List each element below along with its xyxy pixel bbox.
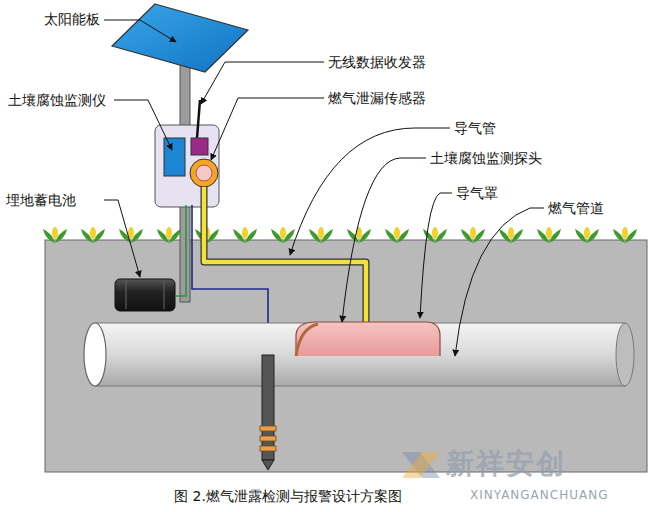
- callout-label: 土壤腐蚀监测仪: [8, 92, 106, 109]
- gas-tube: [204, 187, 366, 325]
- leader-line: [104, 20, 176, 42]
- callout-label: 燃气管道: [548, 200, 604, 217]
- probe-ring: [260, 446, 276, 451]
- callout-label: 土壤腐蚀监测探头: [430, 150, 542, 167]
- gas-pipe: [95, 323, 625, 386]
- bud: [394, 227, 400, 239]
- plant: [119, 227, 143, 243]
- callout-label: 燃气泄漏传感器: [328, 90, 426, 107]
- sensor-core: [196, 165, 212, 181]
- leader-line: [342, 158, 426, 322]
- battery-wire: [176, 205, 186, 296]
- leader-line: [420, 193, 452, 318]
- caption: 图 2.燃气泄露检测与报警设计方案图: [174, 488, 402, 505]
- pipe-end: [616, 323, 634, 386]
- plant: [613, 227, 637, 243]
- ground: [45, 240, 647, 472]
- plant: [271, 227, 295, 243]
- leader-line: [290, 128, 450, 255]
- plant: [157, 227, 181, 243]
- hood-edge: [296, 324, 318, 356]
- soil-corrosion-monitor: [164, 138, 185, 176]
- plant: [385, 227, 409, 243]
- leader-line: [104, 200, 140, 277]
- watermark: XINYANGANCHUANG: [470, 488, 608, 502]
- bud: [242, 227, 248, 239]
- antenna: [197, 100, 200, 138]
- probe-rings: [260, 426, 276, 451]
- monitor-housing: [155, 125, 219, 207]
- battery-band: [164, 281, 165, 309]
- wireless-transceiver: [191, 138, 208, 155]
- battery-band: [126, 281, 127, 309]
- plant: [499, 227, 523, 243]
- plant: [43, 227, 67, 243]
- leader-line: [114, 100, 172, 150]
- callout-label: 无线数据收发器: [328, 54, 426, 71]
- plant: [309, 227, 333, 243]
- plant: [461, 227, 485, 243]
- bud: [432, 227, 438, 239]
- callout-label: 导气管: [454, 120, 496, 137]
- bud: [280, 227, 286, 239]
- buried-battery: [115, 279, 175, 311]
- gas-leak-sensor: [190, 159, 218, 187]
- bud: [90, 227, 96, 239]
- bud: [470, 227, 476, 239]
- probe-ring: [260, 436, 276, 441]
- bud: [318, 227, 324, 239]
- watermark: 新祥安创: [446, 447, 566, 481]
- gas-tube-outline: [204, 187, 366, 325]
- callout-label: 导气罩: [456, 185, 498, 202]
- pipe-opening: [84, 323, 106, 386]
- leader-line: [211, 98, 324, 160]
- gas-hood: [296, 322, 440, 356]
- plants: [43, 227, 637, 243]
- corrosion-probe: [262, 355, 274, 460]
- watermark-logo: [402, 452, 440, 478]
- callout-label: 埋地蓄电池: [6, 192, 76, 209]
- plant: [233, 227, 257, 243]
- plant: [347, 227, 371, 243]
- plant: [575, 227, 599, 243]
- probe-tip: [262, 460, 274, 470]
- bud: [508, 227, 514, 239]
- callout-label: 太阳能板: [44, 11, 100, 28]
- bud: [584, 227, 590, 239]
- plant: [81, 227, 105, 243]
- probe-ring: [260, 426, 276, 431]
- bud: [52, 227, 58, 239]
- bud: [166, 227, 172, 239]
- plant: [537, 227, 561, 243]
- bud: [622, 227, 628, 239]
- bud: [546, 227, 552, 239]
- leader-line: [455, 208, 544, 356]
- watermark-logo: [402, 452, 440, 478]
